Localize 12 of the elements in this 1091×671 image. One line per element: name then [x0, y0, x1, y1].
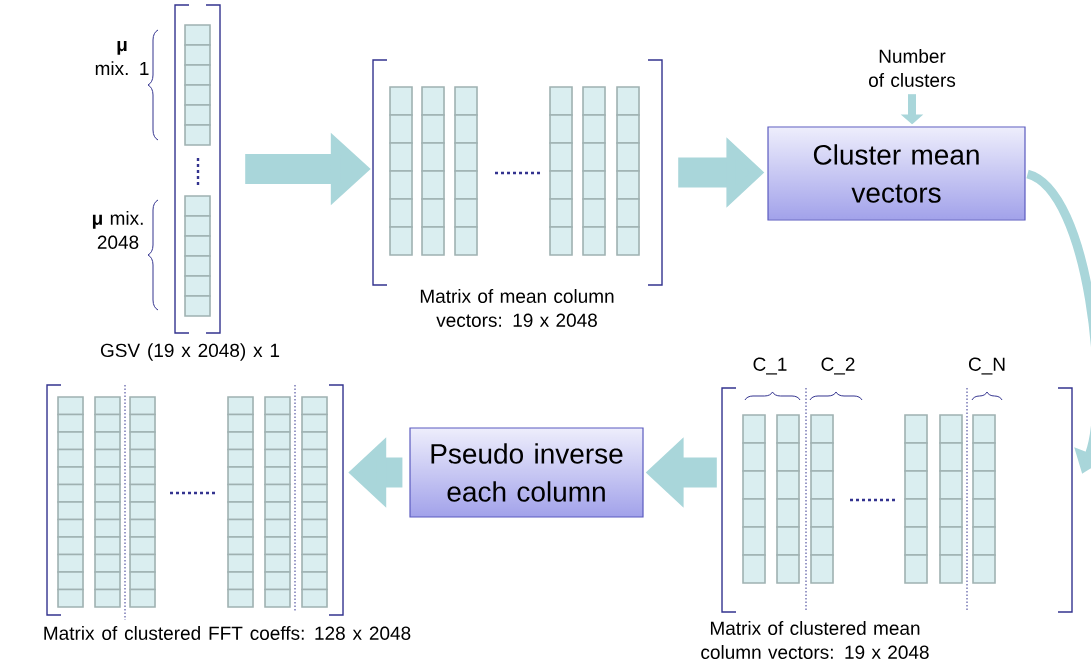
matrix-caption: Matrix of clustered mean column vectors: 19 x 2048 — [701, 621, 929, 659]
matrix-caption: Matrix of mean column vectors: 19 x 2048 — [420, 289, 614, 327]
matrix-caption: Matrix of clustered FFT coeffs: 128 x 2048 — [44, 626, 411, 640]
process-box: Pseudo inverse each column — [409, 427, 644, 518]
brace-label: μ mix. 1 — [95, 41, 149, 75]
input-label: Number of clusters — [869, 49, 956, 87]
brace-label: C_1 — [753, 357, 787, 375]
brace-label: C_2 — [821, 357, 855, 375]
brace-label: C_N — [968, 357, 1005, 375]
process-box: Cluster mean vectors — [767, 126, 1026, 221]
matrix-caption: GSV (19 x 2048) x 1 — [100, 343, 280, 361]
brace-label: μ mix. 2048 — [92, 211, 143, 249]
